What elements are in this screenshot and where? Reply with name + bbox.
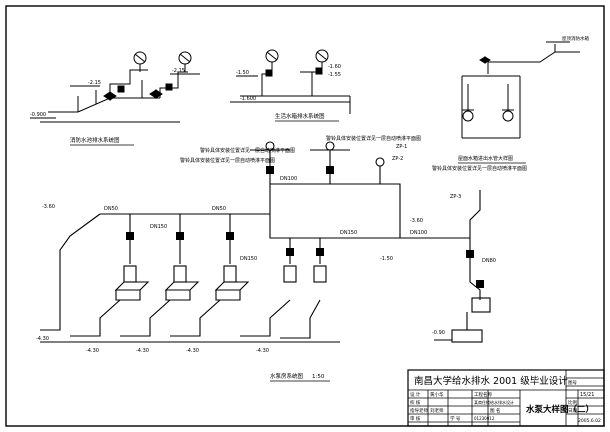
view-pump-room xyxy=(40,141,491,343)
tb-label: 日期 xyxy=(568,408,577,414)
view-domestic-tank-drain xyxy=(230,49,351,114)
elev-label: -2.15 xyxy=(172,68,185,74)
pipe-label: DN100 xyxy=(410,230,427,236)
note-text: 警铃具体安装位置详见一层自动喷淋平面图 xyxy=(200,147,295,154)
pipe-label: DN150 xyxy=(150,224,167,230)
tb-label: 图 名 xyxy=(490,407,500,414)
tb-label: 工程名称 xyxy=(474,391,492,398)
tb-label: 学 号 xyxy=(450,415,461,422)
tb-value: 黄小华 xyxy=(430,391,444,398)
elev-label: -3.60 xyxy=(42,204,55,210)
valve-markers xyxy=(126,166,484,288)
elev-label: -2.15 xyxy=(88,80,101,86)
ref-label: ZP-2 xyxy=(392,156,403,162)
elev-label: -4.30 xyxy=(136,348,149,354)
elev-label: -4.30 xyxy=(86,348,99,354)
elev-label: -1.50 xyxy=(236,70,249,76)
pipe-label: DN150 xyxy=(240,256,257,262)
note-text: 警铃具体安装位置详见一层自动喷淋平面图 xyxy=(432,165,527,172)
ref-label: 屋顶消防水箱 xyxy=(562,35,589,42)
tb-value: 2005.6.02 xyxy=(578,418,601,424)
elev-label: -1.50 xyxy=(380,256,393,262)
view-title: 水泵房系统图 xyxy=(270,372,304,380)
elev-label: -0.900 xyxy=(30,112,46,118)
elev-label: -1.600 xyxy=(240,96,256,102)
ref-label: ZP-3 xyxy=(450,194,461,200)
pipe-label: DN50 xyxy=(212,206,226,212)
view-scale: 1:50 xyxy=(312,374,325,380)
note-text: 警铃具体安装位置详见一层自动喷淋平面图 xyxy=(180,157,275,164)
pipe-label: DN80 xyxy=(482,258,496,264)
pipe-label: DN50 xyxy=(104,206,118,212)
title-block xyxy=(407,369,605,427)
tb-label: 指导老师 xyxy=(410,407,428,414)
elev-label: -0.90 xyxy=(432,330,445,336)
view-fire-pool-drain xyxy=(30,51,200,123)
tb-label: 比例 xyxy=(568,399,577,406)
view-title: 生活水箱排水系统图 xyxy=(275,112,325,120)
tb-value: 刘老师 xyxy=(430,407,444,414)
tb-label: 图号 xyxy=(568,380,577,386)
tb-label: 审 核 xyxy=(410,415,421,422)
elev-label: -3.60 xyxy=(410,218,423,224)
tb-label: 校 核 xyxy=(410,399,421,406)
tb-label: 设 计 xyxy=(410,391,421,398)
tb-value: 15/21 xyxy=(580,392,594,398)
elev-label: -4.30 xyxy=(186,348,199,354)
elev-label: -1.60 xyxy=(328,64,341,70)
note-text: 屋面水箱进出水管大样图 xyxy=(458,155,513,162)
sheet-border xyxy=(5,5,605,427)
ref-label: ZP-1 xyxy=(396,144,407,150)
title-drawing: 水泵大样图（二） xyxy=(525,404,594,415)
tb-value: 某商住楼给水排水设计 xyxy=(474,399,514,405)
elev-label: -4.30 xyxy=(256,348,269,354)
view-title: 消防水池排水系统图 xyxy=(70,136,120,144)
view-roof-tank xyxy=(461,41,580,139)
elev-label: -1.55 xyxy=(328,72,341,78)
elev-label: -4.30 xyxy=(36,336,49,342)
title-school: 南昌大学给水排水 2001 级毕业设计 xyxy=(414,375,568,387)
tb-value: 01230012 xyxy=(474,416,495,421)
note-text: 警铃具体安装位置详见一层自动喷淋平面图 xyxy=(326,135,421,142)
pipe-label: DN100 xyxy=(280,176,297,182)
pipe-label: DN150 xyxy=(340,230,357,236)
